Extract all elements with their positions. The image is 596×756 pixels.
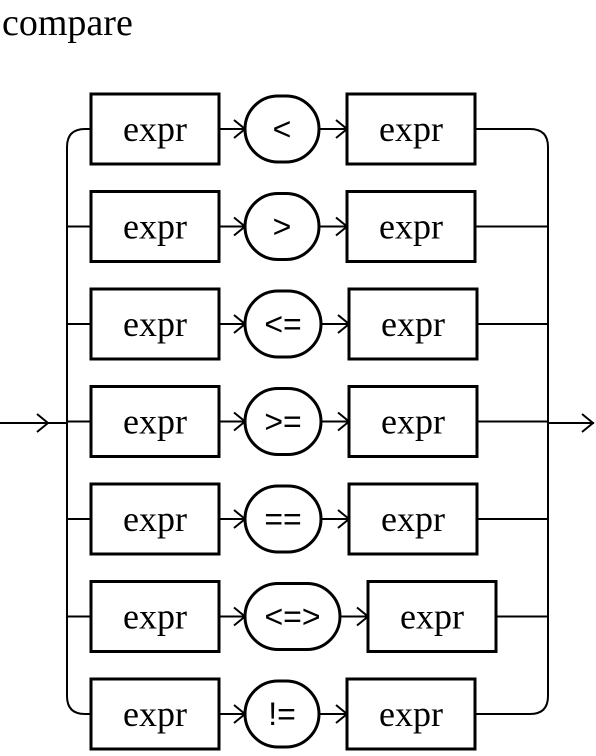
nonterminal-box xyxy=(345,190,477,263)
diagram-title: compare xyxy=(2,2,133,44)
nonterminal-label: expr xyxy=(123,597,187,637)
arrow-icon xyxy=(36,413,50,433)
railroad-branch: expr >= expr xyxy=(67,385,548,458)
nonterminal-box xyxy=(89,580,221,653)
nonterminal-label: expr xyxy=(379,207,443,247)
operator-label: <= xyxy=(264,306,301,342)
nonterminal-label: expr xyxy=(123,109,187,149)
nonterminal-box xyxy=(89,287,221,361)
nonterminal-label: expr xyxy=(381,304,445,344)
nonterminal-label: expr xyxy=(123,402,187,442)
railroad-branch: expr == expr xyxy=(67,482,548,556)
nonterminal-box xyxy=(89,190,221,263)
railroad-rows: expr<exprexpr>exprexpr<=exprexpr>=exprex… xyxy=(67,92,548,751)
railroad-branch: expr > expr xyxy=(67,190,548,263)
operator-label: > xyxy=(273,209,292,245)
railroad-branch: expr <= expr xyxy=(67,287,548,361)
nonterminal-label: expr xyxy=(381,499,445,539)
nonterminal-box xyxy=(89,385,221,458)
nonterminal-label: expr xyxy=(379,109,443,149)
nonterminal-box xyxy=(345,677,477,751)
nonterminal-label: expr xyxy=(123,499,187,539)
arrow-icon xyxy=(581,413,595,433)
railroad-branch: expr < expr xyxy=(85,92,530,166)
nonterminal-box xyxy=(366,580,498,653)
nonterminal-label: expr xyxy=(123,694,187,734)
nonterminal-label: expr xyxy=(381,402,445,442)
railroad-branch: expr != expr xyxy=(85,677,530,751)
operator-label: != xyxy=(268,696,296,732)
nonterminal-label: expr xyxy=(123,304,187,344)
nonterminal-label: expr xyxy=(123,207,187,247)
operator-label: <=> xyxy=(264,599,320,635)
nonterminal-label: expr xyxy=(379,694,443,734)
operator-label: == xyxy=(264,501,301,537)
railroad-branch: expr <=> expr xyxy=(67,580,548,653)
operator-label: < xyxy=(273,111,292,147)
nonterminal-label: expr xyxy=(400,597,464,637)
operator-label: >= xyxy=(264,404,301,440)
